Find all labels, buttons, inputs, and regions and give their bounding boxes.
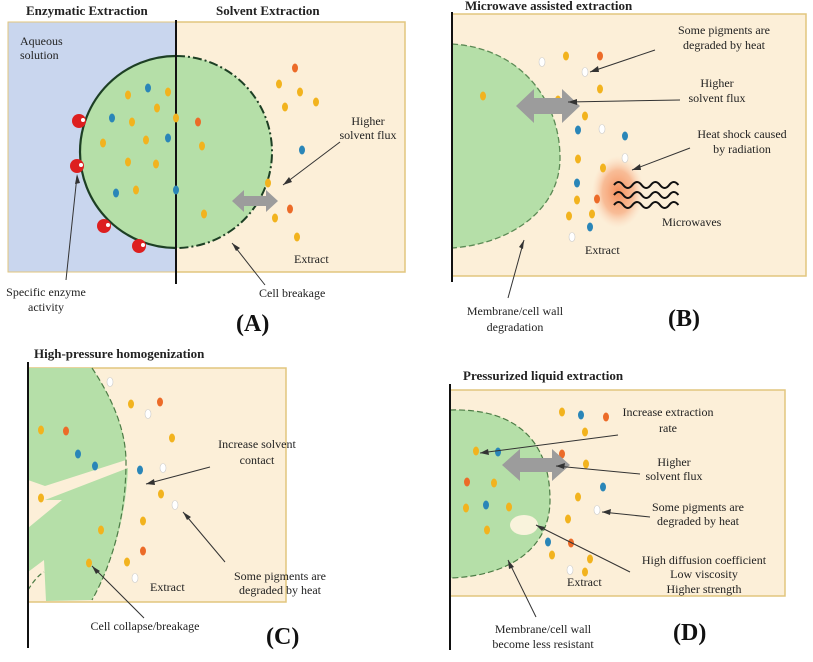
enzyme (70, 159, 84, 173)
label-membrane-d-2: become less resistant (492, 637, 594, 651)
label-flux-a-2: solvent flux (340, 128, 397, 142)
panel-b: Microwave assisted extraction Some pigme… (451, 0, 807, 334)
label-extract-b: Extract (585, 243, 620, 257)
cell-wall-d (449, 409, 551, 579)
label-membrane-d-1: Membrane/cell wall (495, 622, 592, 636)
label-rate-2: rate (659, 421, 677, 435)
title-microwave: Microwave assisted extraction (465, 0, 633, 13)
label-extract-c: Extract (150, 580, 185, 594)
label-props-3: Higher strength (667, 582, 742, 596)
cell-wall-c (91, 367, 127, 601)
cell-wall-intact (78, 54, 177, 250)
flux-arrow-a (232, 190, 278, 212)
flux-arrow-b (516, 89, 580, 123)
label-shock-1: Heat shock caused (697, 127, 786, 141)
label-degraded-c-2: degraded by heat (239, 583, 322, 597)
label-collapse: Cell collapse/breakage (91, 619, 200, 633)
label-degraded-b-1: Some pigments are (678, 23, 770, 37)
label-enzyme-1: Specific enzyme (6, 285, 86, 299)
microwave-waves (613, 181, 680, 209)
label-extract-d: Extract (567, 575, 602, 589)
panel-letter-d: (D) (673, 620, 706, 646)
label-flux-d-2: solvent flux (646, 469, 703, 483)
panel-letter-a: (A) (236, 311, 269, 337)
cell-lower-fragment (28, 468, 128, 601)
cell-upper-fragment (28, 368, 126, 486)
enzyme (97, 219, 111, 233)
flux-arrow-d (502, 449, 570, 481)
label-shock-2: by radiation (713, 142, 771, 156)
pigments-b (480, 51, 629, 242)
label-breakage: Cell breakage (259, 286, 325, 300)
label-degraded-d-1: Some pigments are (652, 500, 744, 514)
enzyme (72, 114, 86, 128)
panel-letter-b: (B) (668, 306, 700, 332)
panel-d: Pressurized liquid extraction Increase e… (449, 368, 786, 651)
cell-wall-b (451, 43, 561, 249)
label-membrane-b-1: Membrane/cell wall (467, 304, 564, 318)
panel-letter-c: (C) (266, 624, 299, 650)
label-rate-1: Increase extraction (623, 405, 714, 419)
label-extract-a: Extract (294, 252, 329, 266)
label-membrane-b-2: degradation (487, 320, 544, 334)
label-flux-b-1: Higher (700, 76, 733, 90)
label-contact-1: Increase solvent (218, 437, 296, 451)
pigments-d (463, 407, 609, 577)
pigments-c (38, 377, 179, 583)
cell-wall-broken (175, 55, 273, 249)
label-degraded-b-2: degraded by heat (683, 38, 766, 52)
label-aqueous-1: Aqueous (20, 34, 63, 48)
enzyme (132, 239, 146, 253)
label-flux-a-1: Higher (351, 114, 384, 128)
title-hph: High-pressure homogenization (34, 346, 205, 361)
cell-left-half (80, 56, 176, 248)
label-degraded-d-2: degraded by heat (657, 514, 740, 528)
pigments-a (100, 63, 319, 242)
title-enzymatic: Enzymatic Extraction (26, 3, 148, 18)
title-solvent: Solvent Extraction (216, 3, 320, 18)
label-flux-d-1: Higher (657, 455, 690, 469)
label-flux-b-2: solvent flux (689, 91, 746, 105)
label-props-1: High diffusion coefficient (642, 553, 767, 567)
panel-c: High-pressure homogenization Increase so… (27, 346, 326, 650)
label-microwaves: Microwaves (662, 215, 722, 229)
panel-a: Enzymatic Extraction Solvent Extraction … (6, 3, 406, 337)
pore-d (510, 515, 538, 535)
label-aqueous-2: solution (20, 48, 59, 62)
label-degraded-c-1: Some pigments are (234, 569, 326, 583)
label-contact-2: contact (240, 453, 275, 467)
label-enzyme-2: activity (28, 300, 64, 314)
label-props-2: Low viscosity (670, 567, 738, 581)
title-ple: Pressurized liquid extraction (463, 368, 624, 383)
